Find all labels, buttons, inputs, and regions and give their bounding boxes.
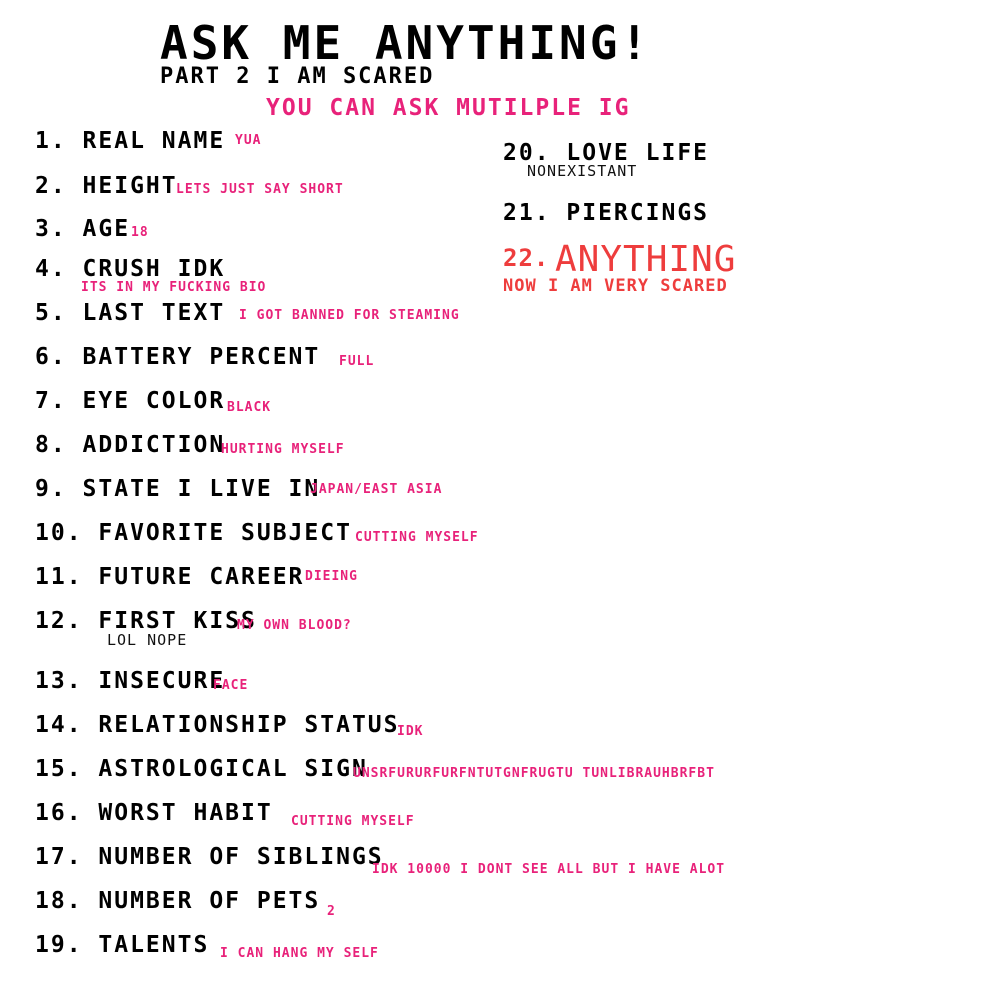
page-subtitle: PART 2 I AM SCARED [160,64,435,89]
answer-22-extra: NOW I AM VERY SCARED [503,276,728,296]
question-16: 16. WORST HABIT [35,800,273,826]
question-11: 11. FUTURE CAREER [35,564,305,590]
question-13: 13. INSECURE [35,668,226,694]
question-10: 10. FAVORITE SUBJECT [35,520,352,546]
answer-18: 2 [327,904,336,919]
question-14: 14. RELATIONSHIP STATUS [35,712,400,738]
question-2: 2. HEIGHT [35,173,178,199]
answer-3: 18 [131,225,149,240]
answer-16: CUTTING MYSELF [291,814,415,829]
answer-12: MY OWN BLOOD? [237,618,352,633]
answer-19: I CAN HANG MY SELF [220,946,379,961]
question-9: 9. STATE I LIVE IN [35,476,321,502]
answer-10: CUTTING MYSELF [355,530,479,545]
answer-15: UNSRFURURFURFNTUTGNFRUGTU TUNLIBRAUHBRFB… [353,766,715,781]
answer-22: ANYTHING [555,239,737,280]
answer-7: BLACK [227,400,272,415]
question-8: 8. ADDICTION [35,432,226,458]
answer-5: I GOT BANNED FOR STEAMING [239,308,460,323]
answer-13: FACE [213,678,249,693]
question-22: 22. [503,244,550,272]
question-19: 19. TALENTS [35,932,210,958]
question-17: 17. NUMBER OF SIBLINGS [35,844,384,870]
answer-1: YUA [235,133,262,148]
question-18: 18. NUMBER OF PETS [35,888,321,914]
question-3: 3. AGE [35,216,131,242]
answer-14: IDK [397,724,424,739]
question-15: 15. ASTROLOGICAL SIGN [35,756,368,782]
answer-11: DIEING [305,569,358,584]
question-21: 21. PIERCINGS [503,200,710,226]
question-4: 4. CRUSH IDK [35,256,226,282]
question-7: 7. EYE COLOR [35,388,226,414]
answer-8: HURTING MYSELF [221,442,345,457]
header-note: YOU CAN ASK MUTILPLE IG [266,95,631,121]
answer-4: ITS IN MY FUCKING BIO [81,280,267,295]
question-5: 5. LAST TEXT [35,300,226,326]
question-6: 6. BATTERY PERCENT [35,344,321,370]
answer-17: IDK 10000 I DONT SEE ALL BUT I HAVE ALOT [372,862,726,877]
question-12: 12. FIRST KISS [35,608,257,634]
answer-2: LETS JUST SAY SHORT [176,182,344,197]
answer-12-extra: LOL NOPE [107,631,188,649]
answer-9: JAPAN/EAST ASIA [310,482,443,497]
question-20: 20. LOVE LIFE [503,140,710,166]
page-title: ASK ME ANYTHING! [160,16,652,70]
question-1: 1. REAL NAME [35,128,226,154]
answer-20: NONEXISTANT [527,162,638,180]
answer-6: FULL [339,354,375,369]
